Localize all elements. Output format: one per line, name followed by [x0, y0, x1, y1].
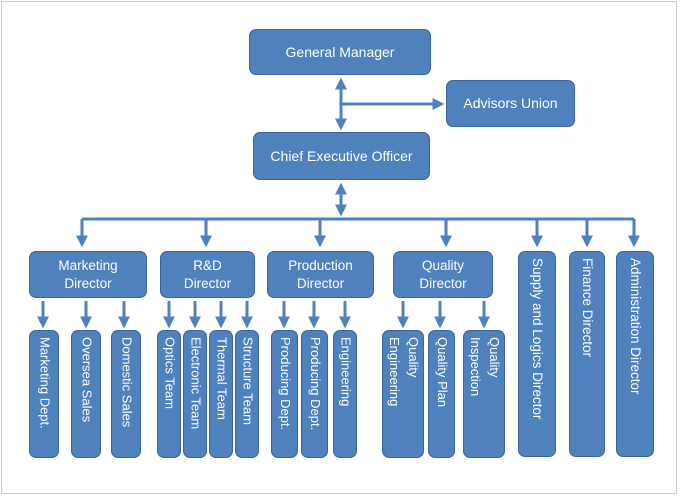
- marketing-director-box[interactable]: Marketing Director: [29, 251, 147, 298]
- optics-team-box[interactable]: Optics Team: [157, 330, 181, 458]
- engineering-box[interactable]: Engineering: [333, 330, 357, 458]
- production-director-label: Production Director: [288, 257, 353, 291]
- finance-director-box[interactable]: Finance Director: [569, 251, 605, 457]
- optics-team-label: Optics Team: [162, 337, 178, 410]
- structure-team-box[interactable]: Structure Team: [235, 330, 259, 458]
- marketing-director-label: Marketing Director: [58, 257, 118, 291]
- advisors-union-box[interactable]: Advisors Union: [446, 80, 575, 127]
- advisors-union-label: Advisors Union: [463, 95, 558, 112]
- electronic-team-box[interactable]: Electronic Team: [183, 330, 207, 458]
- oversea-sales-box[interactable]: Oversea Sales: [71, 330, 101, 458]
- producing-dept-1-box[interactable]: Producing Dept.: [271, 330, 298, 458]
- quality-inspection-box[interactable]: Quality Inspection: [463, 330, 505, 458]
- ceo-label: Chief Executive Officer: [270, 147, 413, 164]
- general-manager-label: General Manager: [285, 43, 395, 60]
- domestic-sales-box[interactable]: Domestic Sales: [111, 330, 141, 458]
- producing-dept-2-box[interactable]: Producing Dept.: [301, 330, 328, 458]
- quality-engineering-box[interactable]: Quality Engineering: [382, 330, 424, 458]
- general-manager-box[interactable]: General Manager: [249, 29, 431, 75]
- producing-dept-1-label: Producing Dept.: [277, 337, 293, 431]
- administration-director-box[interactable]: Administration Director: [616, 251, 654, 457]
- quality-director-box[interactable]: Quality Director: [393, 251, 493, 298]
- production-director-box[interactable]: Production Director: [267, 251, 374, 298]
- domestic-sales-label: Domestic Sales: [119, 337, 135, 428]
- marketing-dept-box[interactable]: Marketing Dept.: [29, 330, 59, 458]
- producing-dept-2-label: Producing Dept.: [307, 337, 323, 431]
- quality-engineering-label: Quality Engineering: [387, 337, 421, 407]
- administration-director-label: Administration Director: [627, 258, 643, 395]
- marketing-dept-label: Marketing Dept.: [37, 337, 53, 429]
- electronic-team-label: Electronic Team: [188, 337, 204, 430]
- thermal-team-label: Thermal Team: [214, 337, 230, 420]
- supply-logics-director-box[interactable]: Supply and Logics Director: [518, 251, 556, 457]
- quality-inspection-label: Quality Inspection: [468, 337, 502, 397]
- rd-director-box[interactable]: R&D Director: [160, 251, 255, 298]
- structure-team-label: Structure Team: [240, 337, 256, 425]
- quality-plan-label: Quality Plan: [434, 337, 450, 408]
- ceo-box[interactable]: Chief Executive Officer: [253, 132, 430, 180]
- engineering-label: Engineering: [338, 337, 354, 407]
- rd-director-label: R&D Director: [183, 257, 232, 291]
- supply-logics-director-label: Supply and Logics Director: [529, 258, 545, 420]
- finance-director-label: Finance Director: [579, 258, 595, 358]
- oversea-sales-label: Oversea Sales: [79, 337, 95, 423]
- thermal-team-box[interactable]: Thermal Team: [209, 330, 233, 458]
- quality-director-label: Quality Director: [419, 257, 467, 291]
- quality-plan-box[interactable]: Quality Plan: [428, 330, 455, 458]
